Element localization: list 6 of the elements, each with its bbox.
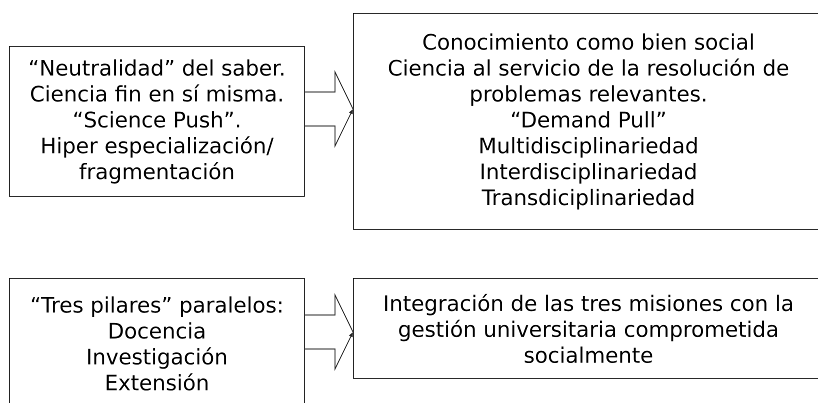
block-arrow: [304, 293, 354, 371]
block-arrow: [304, 70, 354, 148]
text-box: Integración de las tres misiones con la gestión universitaria comprometida socialmente: [353, 278, 818, 379]
text-box: “Neutralidad” del saber. Ciencia fin en sí misma. “Science Push”. Hiper especialización/ fragmentación: [9, 46, 305, 197]
text-box: Conocimiento como bien social Ciencia al servicio de la resolución de problemas relevantes. “Demand Pull” Multidisciplinariedad Interdisciplinariedad Transdiciplinariedad: [353, 13, 818, 230]
text-box: “Tres pilares” paralelos: Docencia Investigación Extensión: [9, 278, 305, 403]
